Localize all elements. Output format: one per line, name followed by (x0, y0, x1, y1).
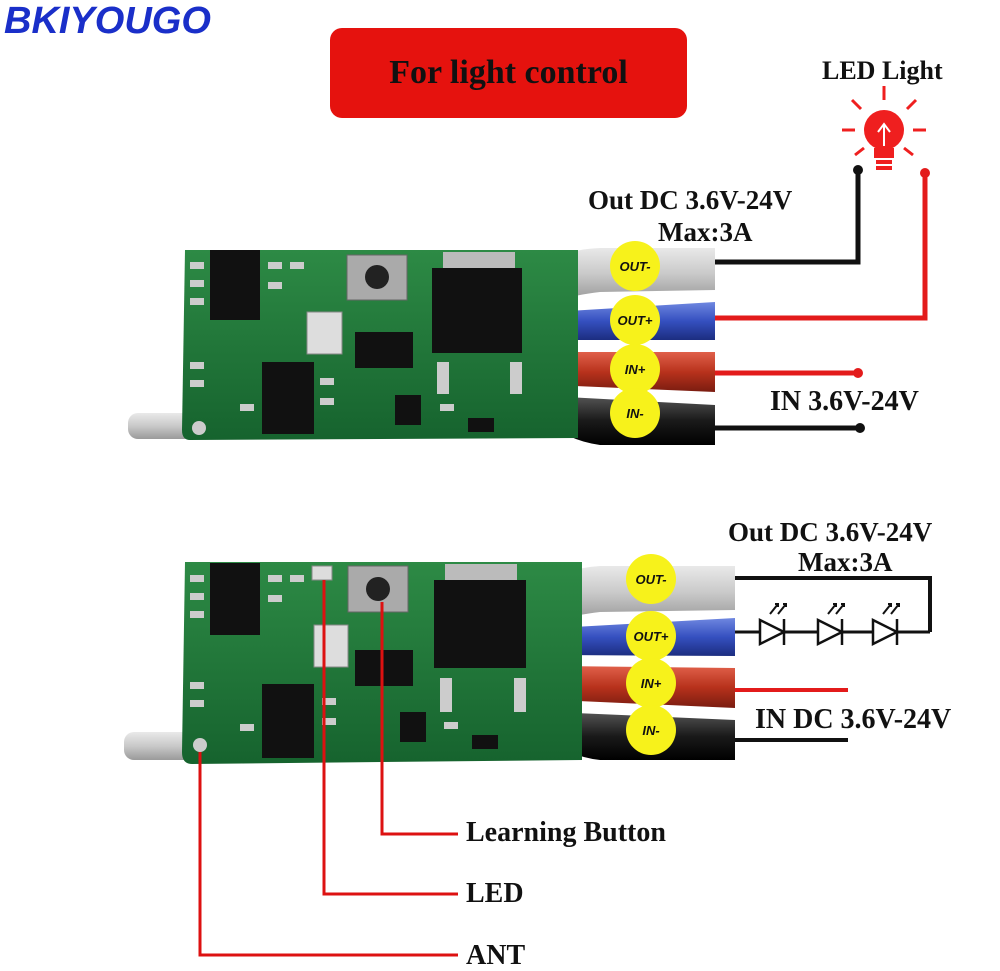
banner-text: For light control (389, 54, 628, 91)
bottom-out-spec-line2: Max:3A (798, 547, 893, 577)
bottom-mosfet (434, 580, 526, 668)
top-mosfet-leg-2 (510, 362, 522, 394)
bottom-diode (472, 735, 498, 749)
bottom-ant-pad (193, 738, 207, 752)
brand-logo: BKIYOUGO (4, 0, 211, 42)
bottom-capacitor (400, 712, 426, 742)
ant-leader (198, 752, 458, 957)
led-string-icon (758, 603, 900, 647)
led-light-bulb-icon (842, 86, 926, 170)
bottom-pin-out-minus: OUT- (626, 554, 676, 604)
bottom-mosfet-leg-1 (440, 678, 452, 712)
top-chip-2 (262, 362, 314, 434)
top-ant-pad (192, 421, 206, 435)
top-pin-in-plus: IN+ (610, 344, 660, 394)
top-out-plus-terminal (920, 168, 930, 178)
bottom-smd-parts (190, 575, 458, 731)
top-chip-3 (355, 332, 413, 368)
top-in-spec: IN 3.6V-24V (770, 386, 919, 417)
learning-button-leader (380, 602, 458, 836)
bottom-crystal (313, 624, 349, 668)
top-in-minus-terminal (855, 423, 865, 433)
top-pin-out-minus: OUT- (610, 241, 660, 291)
learning-button-label: Learning Button (466, 817, 666, 848)
bottom-out-minus-line (735, 576, 932, 632)
bottom-led (311, 565, 333, 581)
bottom-pin-out-plus: OUT+ (626, 611, 676, 661)
top-pin-out-plus: OUT+ (610, 295, 660, 345)
top-out-spec-line1: Out DC 3.6V-24V (588, 185, 793, 215)
top-chip-1 (210, 250, 260, 320)
top-smd-parts (190, 262, 454, 411)
bottom-learning-button (366, 577, 390, 601)
bottom-chip-2 (262, 684, 314, 758)
led-leader (322, 580, 458, 896)
top-out-minus-line (715, 170, 861, 265)
bottom-in-spec: IN DC 3.6V-24V (755, 704, 952, 735)
title-banner: For light control (330, 28, 687, 118)
ant-label: ANT (466, 940, 526, 971)
bottom-pin-in-plus: IN+ (626, 658, 676, 708)
bottom-chip-1 (210, 563, 260, 635)
bottom-mosfet-leg-2 (514, 678, 526, 712)
top-out-minus-terminal (853, 165, 863, 175)
led-label: LED (466, 878, 524, 909)
bottom-mosfet-tab (445, 564, 517, 580)
top-in-plus-terminal (853, 368, 863, 378)
top-learning-button (365, 265, 389, 289)
top-mosfet (432, 268, 522, 353)
bottom-pin-in-minus: IN- (626, 705, 676, 755)
top-diode (468, 418, 494, 432)
top-antenna-cable (128, 413, 194, 439)
bottom-antenna-cable (124, 732, 198, 760)
top-mosfet-tab (443, 252, 515, 268)
top-out-spec-line2: Max:3A (658, 217, 753, 247)
bottom-chip-3 (355, 650, 413, 686)
bottom-out-spec-line1: Out DC 3.6V-24V (728, 517, 933, 547)
bottom-module (124, 562, 932, 957)
top-out-plus-line (715, 173, 928, 321)
top-crystal (306, 311, 343, 355)
top-pin-in-minus: IN- (610, 388, 660, 438)
top-capacitor (395, 395, 421, 425)
led-light-label: LED Light (822, 56, 943, 85)
top-mosfet-leg-1 (437, 362, 449, 394)
